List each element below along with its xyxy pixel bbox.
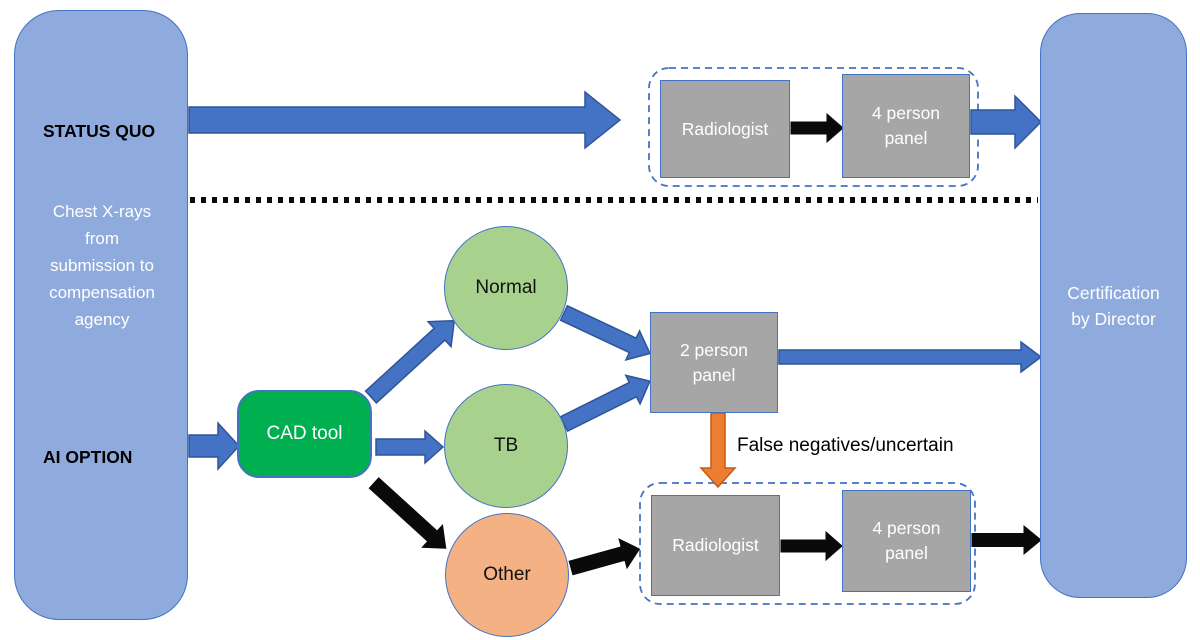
four-person-panel-node-bottom: 4 person panel	[842, 490, 971, 592]
radiologist-to-panel-arrow-bottom	[780, 530, 843, 562]
tb-class-node: TB	[444, 384, 568, 508]
cad-to-other-arrow	[368, 477, 447, 549]
cad-to-tb-arrow	[375, 429, 445, 465]
panel-to-director-arrow-bottom	[971, 524, 1042, 556]
normal-class-node: Normal	[444, 226, 568, 350]
status-quo-flow-arrow	[188, 90, 622, 150]
certification-node: Certification by Director	[1040, 13, 1187, 598]
other-to-radiologist-arrow	[568, 538, 641, 576]
cad-to-normal-arrow	[364, 319, 456, 404]
panel-to-director-arrow-top	[970, 94, 1043, 150]
tb-to-panel-arrow	[559, 374, 651, 433]
false-negatives-label: False negatives/uncertain	[737, 435, 954, 456]
radiologist-to-panel-arrow-top	[790, 112, 844, 144]
source-node-label: Chest X-rays from submission to compensa…	[49, 202, 155, 329]
normal-to-panel-arrow	[559, 304, 652, 361]
radiologist-node-top: Radiologist	[660, 80, 790, 178]
cad-tool-node: CAD tool	[237, 390, 372, 478]
source-node-chest-xrays: STATUS QUO Chest X-rays from submission …	[14, 10, 188, 620]
two-person-panel-node: 2 person panel	[650, 312, 778, 413]
four-person-panel-node-top: 4 person panel	[842, 74, 970, 178]
status-quo-review-group-border	[648, 67, 979, 187]
other-class-node: Other	[445, 513, 569, 637]
ai-option-lane-label: AI OPTION	[43, 447, 133, 467]
panel2-to-director-arrow	[778, 340, 1043, 374]
ai-option-arrow	[188, 421, 241, 471]
radiologist-node-bottom: Radiologist	[651, 495, 780, 596]
false-negatives-arrow	[699, 412, 737, 489]
status-quo-lane-label: STATUS QUO	[43, 121, 156, 141]
